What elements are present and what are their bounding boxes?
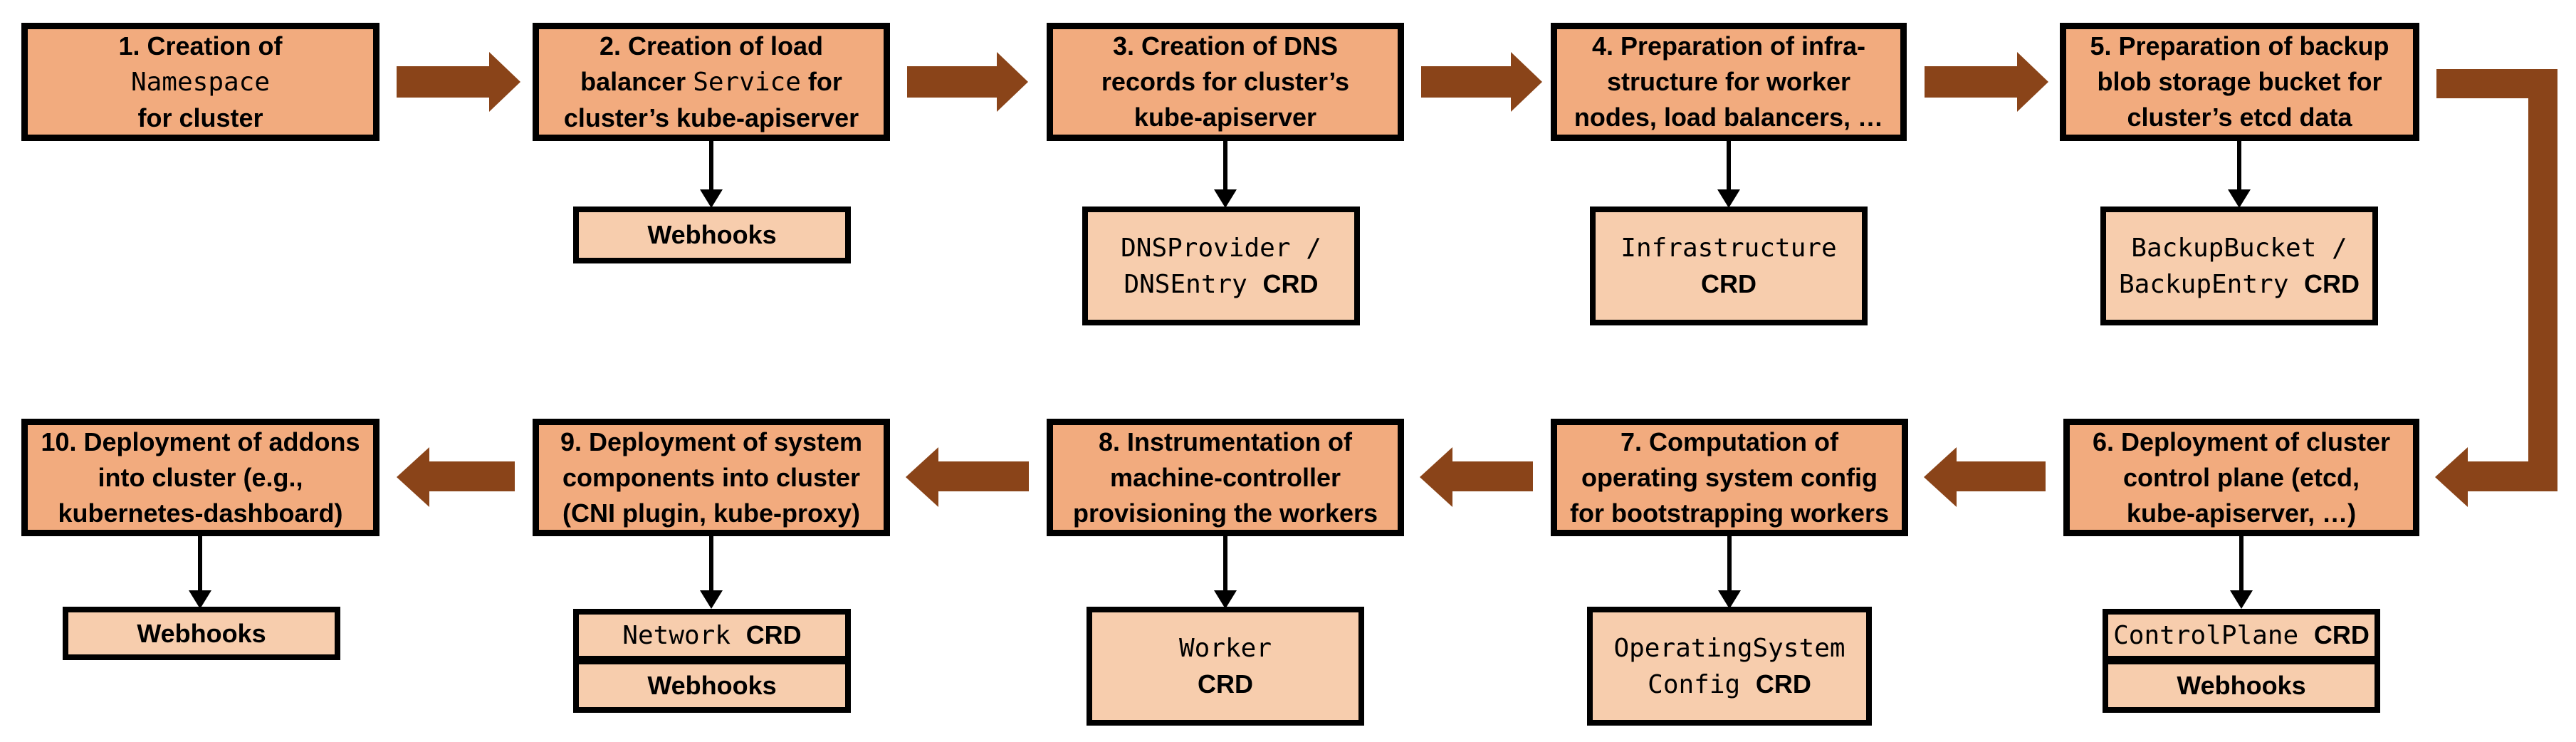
step-3-dns-crd-box: DNSProvider /DNSEntry CRD [1082, 207, 1360, 325]
webhooks-label: Webhooks [137, 618, 266, 648]
webhooks-label: Webhooks [647, 220, 777, 249]
step-4-box: 4. Preparation of infra-structure for wo… [1551, 23, 1907, 141]
step-5-backup-crd-box: BackupBucket /BackupEntry CRD [2100, 207, 2378, 325]
step-9-network-crd-box: Network CRD [573, 609, 851, 662]
webhooks-label: Webhooks [647, 671, 777, 700]
step-10-webhooks-box: Webhooks [63, 607, 340, 660]
step-9-webhooks-box: Webhooks [573, 659, 851, 713]
step-2-webhooks-box: Webhooks [573, 207, 851, 263]
step-6-controlplane-crd-box: ControlPlane CRD [2103, 609, 2380, 662]
step-6-webhooks-box: Webhooks [2103, 659, 2380, 713]
webhooks-label: Webhooks [2177, 671, 2306, 700]
